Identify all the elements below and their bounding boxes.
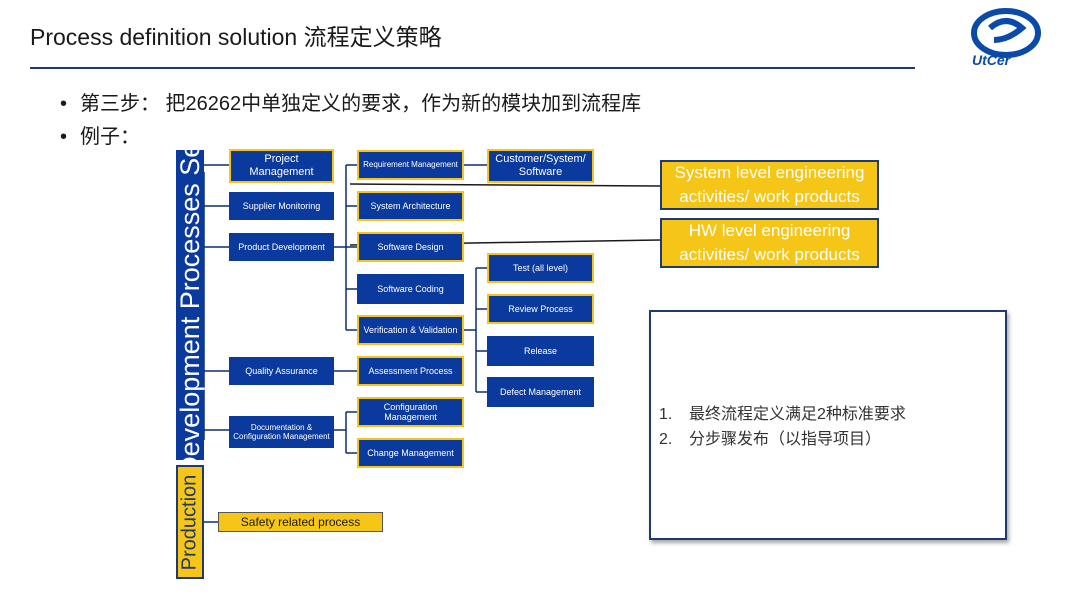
bullet-step3: •第三步： 把26262中单独定义的要求，作为新的模块加到流程库 <box>60 93 642 115</box>
requirement-management-box: Requirement Management <box>357 150 464 180</box>
note-item: 2.分步骤发布（以指导项目） <box>659 431 882 448</box>
release-box: Release <box>487 336 594 366</box>
bullet-dot-icon: • <box>60 126 68 148</box>
notes-box: 1.最终流程定义满足2种标准要求 2.分步骤发布（以指导项目） <box>649 310 1007 540</box>
software-coding-box: Software Coding <box>357 274 464 304</box>
test-all-level-box: Test (all level) <box>487 253 594 283</box>
review-process-box: Review Process <box>487 294 594 324</box>
note-item: 1.最终流程定义满足2种标准要求 <box>659 406 906 423</box>
configuration-management-box: Configuration Management <box>357 397 464 427</box>
verification-validation-box: Verification & Validation <box>357 315 464 345</box>
assessment-process-box: Assessment Process <box>357 356 464 386</box>
utcer-logo: UtCer <box>968 6 1052 68</box>
production-bar: Production <box>176 465 204 579</box>
slide-title: Process definition solution 流程定义策略 <box>30 24 442 50</box>
customer-system-software-box: Customer/System/ Software <box>487 149 594 183</box>
software-design-box: Software Design <box>357 232 464 262</box>
product-development-box: Product Development <box>229 233 334 261</box>
title-divider <box>30 67 915 69</box>
system-architecture-box: System Architecture <box>357 191 464 221</box>
supplier-monitoring-box: Supplier Monitoring <box>229 192 334 220</box>
change-management-box: Change Management <box>357 438 464 468</box>
documentation-configuration-management-box: Documentation & Configuration Management <box>229 416 334 448</box>
logo-text: UtCer <box>972 52 1012 68</box>
project-management-box: Project Management <box>229 149 334 183</box>
quality-assurance-box: Quality Assurance <box>229 357 334 385</box>
bullet-example: •例子： <box>60 126 140 148</box>
safety-related-process-box: Safety related process <box>218 512 383 532</box>
hw-level-callout: HW level engineering activities/ work pr… <box>660 218 879 268</box>
defect-management-box: Defect Management <box>487 377 594 407</box>
development-processes-set-bar: Development Processes Set <box>174 134 205 476</box>
system-level-callout: System level engineering activities/ wor… <box>660 160 879 210</box>
bullet-dot-icon: • <box>60 93 68 115</box>
